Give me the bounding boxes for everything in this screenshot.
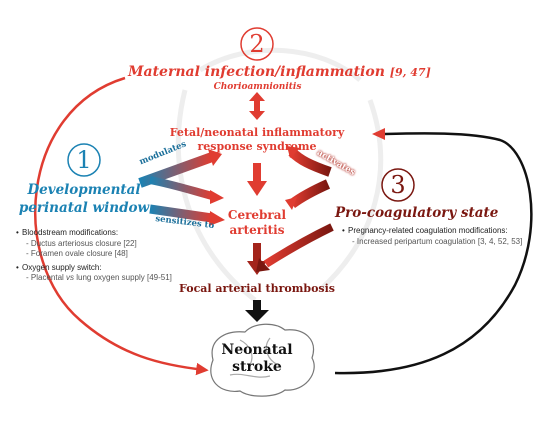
note-placental: Placental vs lung oxygen supply [49-51] [16, 273, 172, 284]
number-two: 2 [249, 30, 265, 58]
right-outer-arrow-head [372, 128, 385, 140]
arrow-sensitizes-head [209, 211, 225, 226]
circle-three [381, 168, 415, 202]
arrow-focal-to-stroke [245, 300, 269, 322]
procoag-label: Pro-coagulatory state [335, 205, 499, 221]
arrow-activates-to-fetal [288, 148, 332, 177]
note-placental-pre: Placental [30, 273, 67, 282]
number-one: 1 [76, 146, 92, 174]
left-outer-arrow [33, 76, 209, 376]
stroke-line2: stroke [232, 359, 282, 375]
arrow-activates-to-cerebral-head [285, 197, 297, 210]
note-oxygen: Oxygen supply switch: [16, 263, 172, 274]
arrow-activates-to-cerebral [289, 179, 331, 209]
double-arrow-maternal-fetal [249, 92, 265, 120]
maternal-title: Maternal infection/inflammation [9, 47] [128, 64, 431, 80]
arrow-fetal-to-cerebral [247, 163, 267, 196]
placenta-background [175, 47, 384, 302]
circle-two [240, 27, 274, 61]
developmental-line2: perinatal window [18, 200, 150, 216]
developmental-line1: Developmental [27, 182, 141, 198]
arrow-procoag-to-focal [263, 223, 334, 268]
maternal-title-text: Maternal infection/inflammation [128, 64, 385, 80]
maternal-refs: [9, 47] [389, 66, 431, 79]
focal-label: Focal arterial thrombosis [179, 282, 335, 295]
fetal-line2: response syndrome [197, 140, 317, 153]
arrow-sensitizes [149, 204, 213, 223]
stroke-label: Neonatal stroke [217, 342, 297, 376]
fetal-line1: Fetal/neonatal inflammatory [169, 126, 345, 139]
developmental-label: Developmental perinatal window [10, 181, 158, 217]
maternal-subtitle: Chorioamnionitis [213, 82, 302, 92]
note-placental-vs: vs [66, 273, 75, 282]
note-foramen: Foramen ovale closure [48] [16, 249, 172, 260]
left-notes: Bloodstream modifications: Ductus arteri… [16, 228, 172, 284]
arrow-modulates-fork [149, 176, 214, 200]
arrow-procoag-to-focal-head [256, 258, 270, 272]
stroke-line1: Neonatal [221, 342, 293, 358]
arrow-modulates-fork-head [210, 190, 224, 204]
note-placental-post: lung oxygen supply [49-51] [74, 273, 172, 282]
brain-icon [210, 323, 315, 397]
arrow-activates-to-fetal-head [287, 146, 300, 158]
note-peripartum: Increased peripartum coagulation [3, 4, … [342, 237, 522, 248]
fetal-label: Fetal/neonatal inflammatory response syn… [157, 126, 357, 154]
note-pregnancy: Pregnancy-related coagulation modificati… [342, 226, 522, 237]
arrow-modulates-head [208, 149, 222, 166]
cerebral-label: Cerebral arteritis [214, 208, 300, 238]
note-bloodstream: Bloodstream modifications: [16, 228, 172, 239]
cerebral-line2: arteritis [229, 223, 285, 237]
note-ductus: Ductus arteriosus closure [22] [16, 239, 172, 250]
circle-one [67, 143, 101, 177]
right-notes: Pregnancy-related coagulation modificati… [342, 226, 522, 247]
right-outer-arrow [334, 132, 533, 375]
cerebral-line1: Cerebral [227, 208, 287, 222]
number-three: 3 [390, 171, 406, 199]
